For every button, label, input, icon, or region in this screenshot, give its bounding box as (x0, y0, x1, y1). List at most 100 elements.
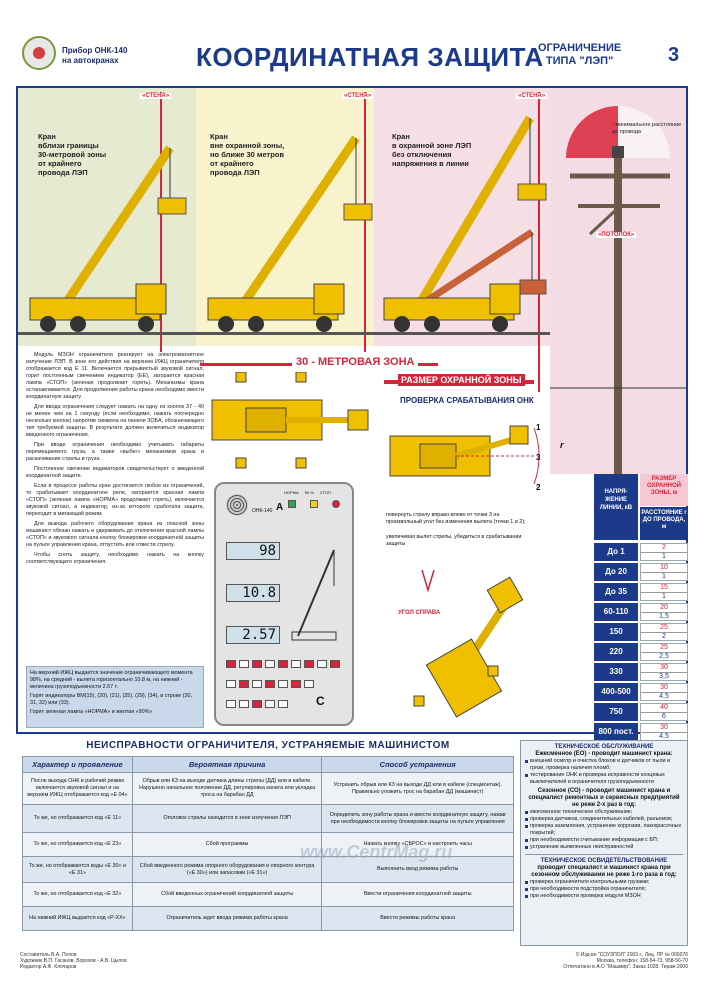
crane3-caption: Кран в охранной зоне ЛЭП без отключения … (392, 132, 471, 168)
crane2-caption-line: вне охранной зоны, (210, 141, 285, 150)
voltage-cell: До 20 (594, 563, 638, 581)
min-distance-label: - минимальное расстояние до провода (612, 122, 682, 135)
paragraph: Постоянное свечение индикаторов свидетел… (26, 466, 204, 479)
indicator-button[interactable] (226, 680, 236, 688)
list-item: тестирование ОНК и проверка исправности … (525, 772, 683, 786)
table-cell: Ограничитель ждет ввода режима работы кр… (131, 906, 323, 931)
faults-title: НЕИСПРАВНОСТИ ОГРАНИЧИТЕЛЯ, УСТРАНЯЕМЫЕ … (86, 740, 450, 751)
indicator-button[interactable] (265, 660, 275, 668)
r-distance-label: r (560, 440, 564, 450)
indicator-button[interactable] (278, 660, 288, 668)
distance-value: 1 (662, 593, 666, 600)
maintenance-title: ТЕХНИЧЕСКОЕ ОБСЛУЖИВАНИЕ (554, 744, 654, 750)
indicator-button[interactable] (304, 680, 314, 688)
indicator-button[interactable] (304, 660, 314, 668)
crane2-caption-line: но ближе 30 метров (210, 150, 284, 159)
info-line: На верхний ИЖЦ выдается значение огранич… (30, 670, 193, 690)
crane-schematic-icon (291, 549, 337, 641)
voltage-cell: 220 (594, 643, 638, 661)
lamp-labels: НОРМА 90 % СТОП (284, 490, 331, 495)
indicator-button[interactable] (317, 660, 327, 668)
indicator-button[interactable] (239, 680, 249, 688)
check-title: ПРОВЕРКА СРАБАТЫВАНИЯ ОНК (400, 396, 534, 405)
indicator-button[interactable] (239, 700, 249, 708)
crane2-caption-line: от крайнего (210, 159, 254, 168)
voltage-cell: 800 пост. тока (594, 723, 638, 754)
indicator-button[interactable] (226, 660, 236, 668)
crane3-caption-line: без отключения (392, 150, 452, 159)
page-title: КООРДИНАТНАЯ ЗАЩИТА (196, 42, 544, 72)
subtitle-line2: ТИПА "ЛЭП" (545, 55, 614, 67)
power-pole-illustration (550, 106, 686, 474)
maintenance-box: ТЕХНИЧЕСКОЕ ОБСЛУЖИВАНИЕ Ежесменное (ЕО)… (520, 740, 688, 946)
indicator-button[interactable] (252, 680, 262, 688)
indicator-button[interactable] (291, 660, 301, 668)
crane1-caption-line: Кран (38, 132, 56, 141)
indicator-button[interactable] (278, 680, 288, 688)
voltage-cell: 400-500 (594, 683, 638, 701)
voltage-cell: 150 (594, 623, 638, 641)
zone-size-value: 25 (641, 624, 687, 633)
table-row: То же, но отображается код «Е 23» Сбой п… (22, 832, 514, 857)
indicator-button[interactable] (265, 680, 275, 688)
indicator-button[interactable] (265, 700, 275, 708)
crane1-caption-line: от крайнего (38, 159, 82, 168)
table-cell: То же, но отображается код «Е 11» (22, 804, 133, 833)
zone-30m-label: 30 - МЕТРОВАЯ ЗОНА (292, 356, 419, 368)
stop-lamp (332, 500, 340, 508)
lamp-label-norma: НОРМА (284, 490, 299, 495)
footer-line: Составитель В.А. Попов (20, 952, 77, 958)
indicator-button[interactable] (252, 700, 262, 708)
page-subtitle: ОГРАНИЧЕНИЕ ТИПА "ЛЭП" (538, 42, 621, 68)
col-voltage: НАПРЯ-ЖЕНИЕ ЛИНИИ, кВ (594, 474, 638, 540)
zone-size-value: 15 (641, 584, 687, 593)
footer-line: © Изд-во "СОУЗПОЛ" 2003 г., Лиц. ЛР № 06… (575, 952, 688, 958)
indicator-button[interactable] (291, 680, 301, 688)
list-item: внешний осмотр и очистка блоков и датчик… (525, 758, 683, 772)
indicator-button[interactable] (330, 660, 340, 668)
list-item: проверка датчиков, соединительных кабеле… (525, 816, 683, 823)
zone-size-value: 30 (641, 724, 687, 733)
crane1-caption-line: вблизи границы (38, 141, 99, 150)
indicator-button[interactable] (239, 660, 249, 668)
table-row: После выхода ОНК в рабочий режим включае… (22, 772, 514, 805)
crane3-caption-line: в охранной зоне ЛЭП (392, 141, 472, 150)
info-box: На верхний ИЖЦ выдается значение огранич… (26, 666, 204, 728)
indicator-button[interactable] (278, 700, 288, 708)
divider (525, 854, 683, 855)
table-cell: Сбой введенного режима опорного оборудов… (131, 856, 323, 883)
indicator-button[interactable] (252, 660, 262, 668)
display-upper: 98 (226, 542, 280, 560)
publisher-logo (22, 36, 56, 70)
table-row: То же, но отображается код «Е 32» Сбой в… (22, 882, 514, 907)
lamp-90 (310, 500, 318, 508)
svg-text:1: 1 (536, 423, 541, 432)
wall-line-2 (364, 92, 366, 352)
angle-diagram (413, 569, 524, 718)
table-cell: Обрыв или КЗ на выходе датчика длины стр… (131, 772, 323, 805)
device-line1: Прибор ОНК-140 (62, 46, 128, 55)
crane-1-illustration (18, 145, 196, 335)
wall-line-3 (538, 92, 540, 392)
distance-value: 2,5 (659, 653, 669, 660)
check-note-2: увеличивая вылет стрелы, убедиться в сра… (386, 534, 522, 547)
indicator-button[interactable] (226, 700, 236, 708)
device-line2: на автокранах (62, 56, 119, 65)
voltage-cell: 750 (594, 703, 638, 721)
distance-value: 4,5 (659, 693, 669, 700)
footer-line: Москва, телефон: 158-54-73, 958-56-70 (596, 958, 688, 964)
paragraph: Для вывода рабочего оборудования крана и… (26, 521, 204, 548)
table-cell: Определить зону работы крана и ввести ко… (321, 804, 514, 833)
faults-header: Характер и проявление (22, 756, 133, 773)
table-cell: Ввести ограничения координатной защиты (321, 882, 514, 907)
